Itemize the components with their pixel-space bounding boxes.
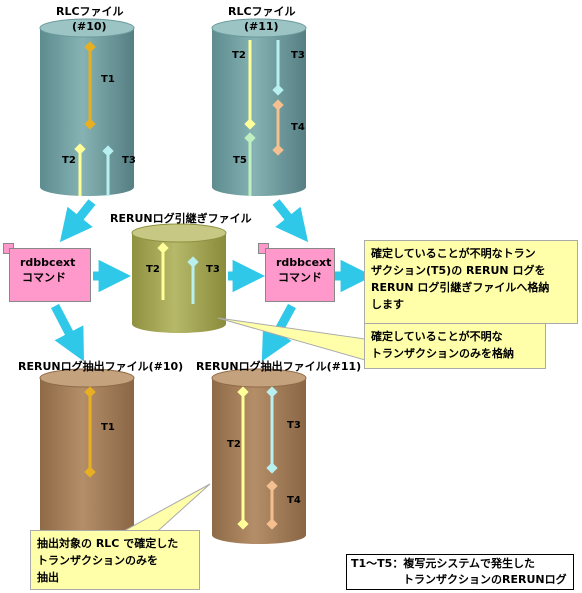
rlc11-t4-tag: T4 <box>291 122 305 133</box>
t5-start-diamond <box>244 132 256 144</box>
legend-line-1: T1～T5：複写元システムで発生した <box>351 557 535 570</box>
extract-only-line-1: 抽出対象の RLC で確定した <box>37 537 179 550</box>
store-unknown-line-1: 確定していることが不明なトラン <box>371 247 536 260</box>
extract11-t4-tag: T4 <box>287 495 301 506</box>
rlc11-cylinder <box>211 18 307 196</box>
rlc10-t2-tag: T2 <box>62 155 76 166</box>
rerun-carry-transactions <box>157 242 199 304</box>
rerun-carry-cylinder <box>131 223 227 333</box>
rlc11-t5-tag: T5 <box>233 155 247 166</box>
legend-box: T1～T5：複写元システムで発生した トランザクションのRERUNログ <box>346 554 574 590</box>
carry-only-note: 確定していることが不明な トランザクションのみを格納 <box>364 323 546 369</box>
extract-only-line-3: 抽出 <box>37 571 59 584</box>
left-command-label: コマンド <box>22 271 66 284</box>
rlc10-t1-tag: T1 <box>101 74 115 85</box>
right-command-box: rdbbcext コマンド <box>265 248 335 302</box>
t2-end-diamond <box>237 518 249 530</box>
extract-only-line-2: トランザクションのみを <box>37 554 158 567</box>
extract10-title: RERUNログ抽出ファイル(#10) <box>18 359 183 373</box>
extract11-cylinder <box>211 368 307 544</box>
rlc11-title: RLCファイル <box>228 5 296 18</box>
t4-end-diamond <box>272 144 284 156</box>
extract11-transactions <box>237 386 278 530</box>
rlc10-sub: (#10) <box>72 20 107 33</box>
t3-start-diamond <box>266 386 278 398</box>
legend-line-2: トランザクションのRERUNログ <box>403 573 567 586</box>
right-command-name: rdbbcext <box>276 256 332 269</box>
carry-t2-tag: T2 <box>146 264 160 275</box>
t4-end-diamond <box>266 518 278 530</box>
extract10-t1-tag: T1 <box>101 422 115 433</box>
rlc11-t2-tag: T2 <box>232 50 246 61</box>
extract11-t3-tag: T3 <box>287 420 301 431</box>
arrow-rlc11-to-cmd <box>272 199 309 243</box>
extract10-cylinder <box>39 368 135 539</box>
rlc10-title: RLCファイル <box>56 5 124 18</box>
t1-start-diamond <box>84 41 96 53</box>
carry-t3-tag: T3 <box>206 264 220 275</box>
rlc11-t3-tag: T3 <box>291 50 305 61</box>
extract11-t2-tag: T2 <box>227 439 241 450</box>
store-unknown-line-2: ザクション(T5)の RERUN ログを <box>371 264 546 277</box>
carry-only-line-1: 確定していることが不明な <box>371 330 503 343</box>
arrow-cmd-to-extract10 <box>51 303 85 362</box>
store-unknown-line-4: します <box>371 298 404 311</box>
t2-start-diamond <box>237 386 249 398</box>
carry-callout-tail <box>217 317 373 363</box>
t2-start-diamond <box>157 242 169 254</box>
left-command-name: rdbbcext <box>20 256 76 269</box>
left-command-box: rdbbcext コマンド <box>9 248 91 302</box>
store-unknown-line-3: RERUN ログ引継ぎファイルへ格納 <box>371 281 550 294</box>
rlc10-t3-tag: T3 <box>122 155 136 166</box>
rerun-carry-title: RERUNログ引継ぎファイル <box>110 211 252 225</box>
t3-start-diamond <box>187 256 199 268</box>
t3-end-diamond <box>266 462 278 474</box>
carry-only-line-2: トランザクションのみを格納 <box>371 347 514 360</box>
arrow-rlc10-to-cmd <box>59 199 96 243</box>
rlc11-sub: (#11) <box>244 20 279 33</box>
t4-start-diamond <box>266 480 278 492</box>
extract-only-note: 抽出対象の RLC で確定した トランザクションのみを 抽出 <box>30 530 200 590</box>
extract11-title: RERUNログ抽出ファイル(#11) <box>196 359 361 373</box>
right-command-label: コマンド <box>278 271 322 284</box>
store-unknown-note: 確定していることが不明なトラン ザクション(T5)の RERUN ログを RER… <box>364 240 578 324</box>
